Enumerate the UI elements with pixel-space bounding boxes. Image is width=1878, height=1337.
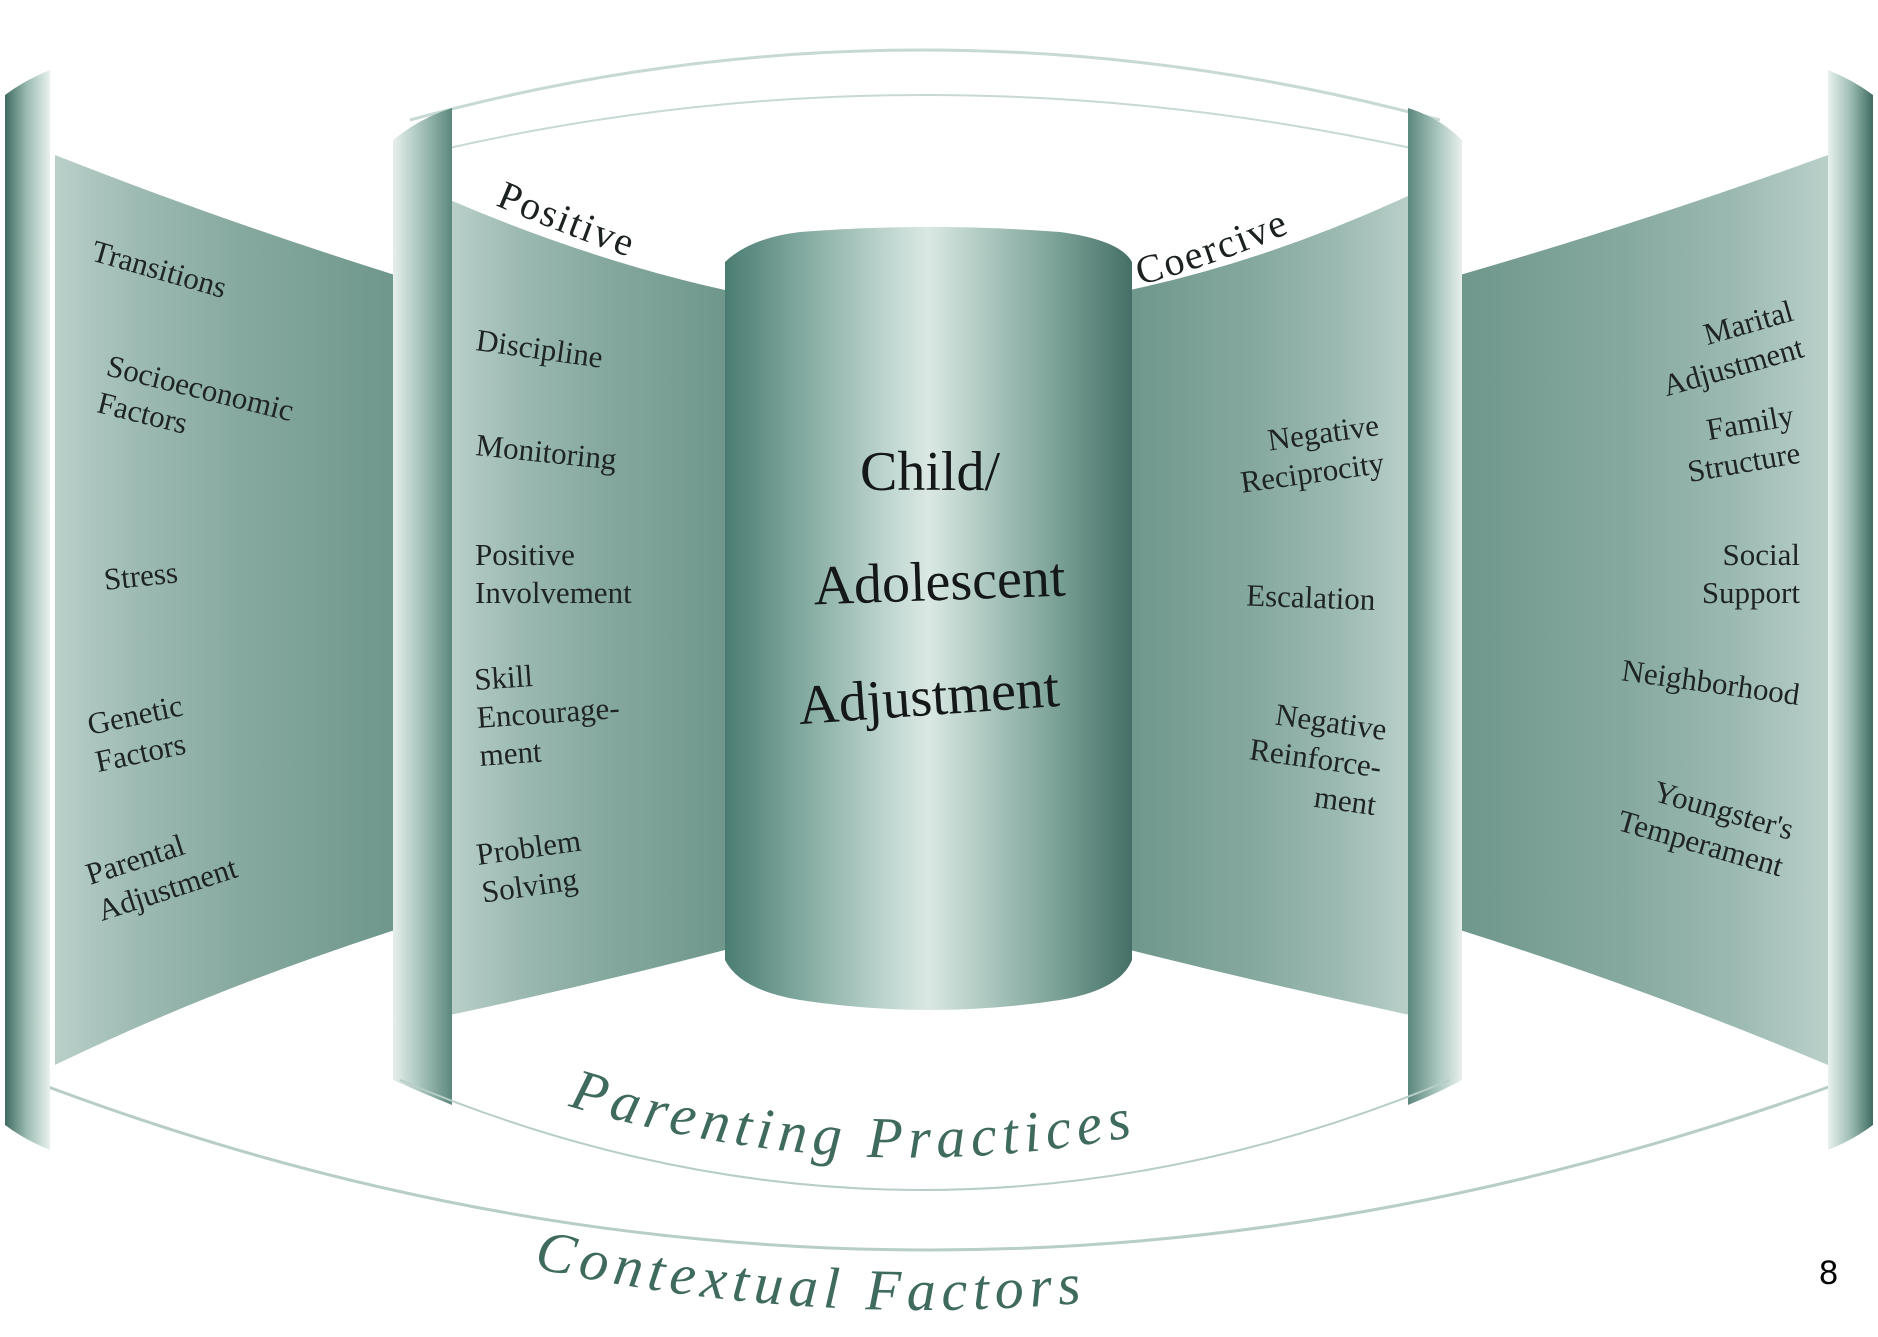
left-item-line: Stress — [102, 554, 179, 597]
coercive-item-line: ment — [1312, 779, 1379, 822]
outer-ring-top — [409, 48, 1441, 122]
positive-item-line: Skill — [473, 658, 534, 697]
outer-right-panel — [1460, 155, 1828, 1065]
positive-item-line: ment — [478, 734, 543, 773]
contextual-factors-label: Contextual Factors — [531, 1217, 1089, 1323]
center-title-line2: Adolescent — [812, 547, 1066, 618]
positive-item-line: Positive — [475, 537, 575, 572]
outer-left-panel — [55, 155, 395, 1065]
inner-left-post — [393, 108, 452, 1105]
inner-right-panel — [1130, 195, 1410, 1015]
right-item-line: Social — [1723, 537, 1801, 572]
right-item-line: Support — [1702, 575, 1801, 610]
inner-left-panel — [450, 200, 725, 1015]
center-cylinder — [725, 227, 1132, 1010]
inner-ring-base — [399, 1079, 1451, 1191]
inner-right-post — [1408, 108, 1462, 1105]
left-item: Stress — [102, 554, 179, 597]
outer-ring-base — [29, 1078, 1849, 1252]
outer-left-post — [5, 70, 50, 1150]
page-number: 8 — [1819, 1254, 1838, 1292]
parenting-practices-label: Parenting Practices — [563, 1056, 1141, 1171]
positive-item-line: Involvement — [475, 575, 632, 610]
outer-right-post — [1828, 70, 1873, 1150]
coercive-item-line: Escalation — [1246, 578, 1377, 618]
coercive-item: Escalation — [1246, 578, 1377, 618]
inner-ring-top — [439, 94, 1421, 151]
center-title-line1: Child/ — [860, 441, 1000, 503]
